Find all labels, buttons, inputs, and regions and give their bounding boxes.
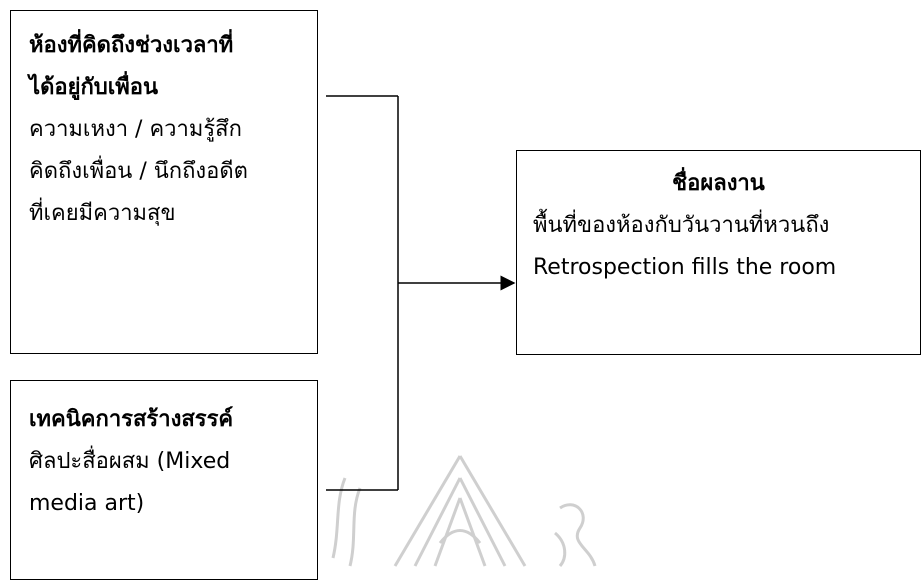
topic-body-line: คิดถึงเพื่อน / นึกถึงอดีต — [29, 159, 248, 184]
topic-body-line: ความเหงา / ความรู้สึก — [29, 117, 242, 142]
institution-seal-watermark — [331, 455, 597, 567]
result-body-line: พื้นที่ของห้องกับวันวานที่หวนถึง — [533, 213, 830, 238]
result-body-line: Retrospection fills the room — [533, 255, 837, 280]
topic-title-line2: ได้อยู่กับเพื่อน — [29, 75, 159, 100]
technique-box: เทคนิคการสร้างสรรค์ ศิลปะสื่อผสม (Mixed … — [10, 380, 318, 580]
technique-title: เทคนิคการสร้างสรรค์ — [29, 407, 234, 432]
result-title: ชื่อผลงาน — [672, 171, 765, 196]
topic-box: ห้องที่คิดถึงช่วงเวลาที่ ได้อยู่กับเพื่อ… — [10, 10, 318, 354]
technique-body-line: media art) — [29, 491, 145, 516]
result-box: ชื่อผลงาน พื้นที่ของห้องกับวันวานที่หวนถ… — [516, 150, 921, 355]
topic-body-line: ที่เคยมีความสุข — [29, 201, 176, 226]
technique-body-line: ศิลปะสื่อผสม (Mixed — [29, 449, 231, 474]
topic-title-line1: ห้องที่คิดถึงช่วงเวลาที่ — [29, 33, 234, 58]
